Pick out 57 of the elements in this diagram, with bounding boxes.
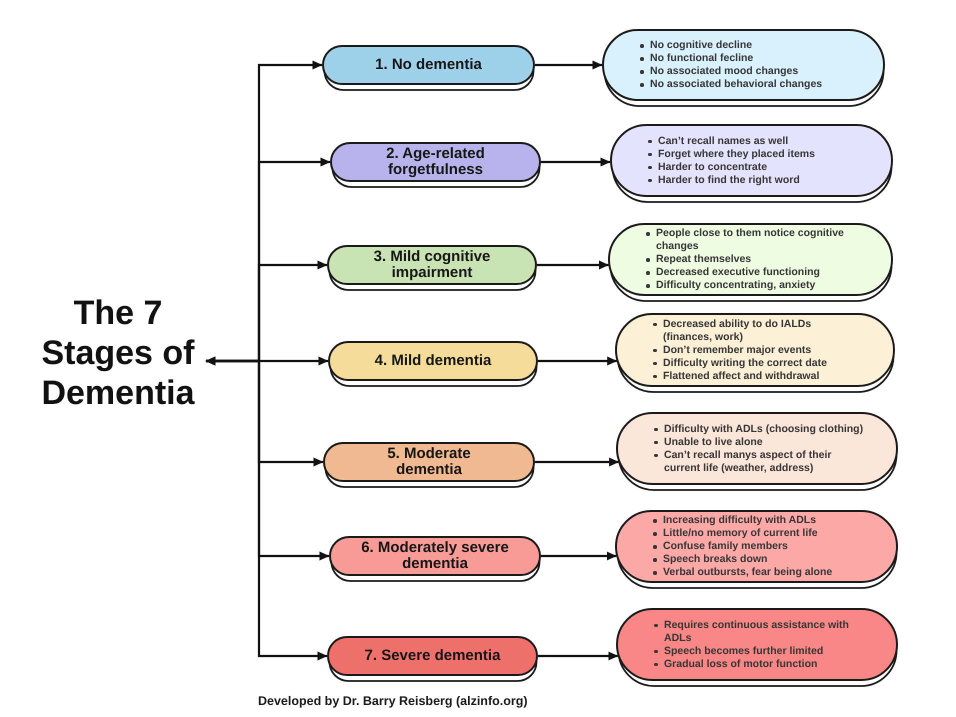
- stage-label: 5. Moderate dementia: [386, 446, 472, 478]
- bullet-text: Can’t recall manys aspect of their current life (weather, address): [652, 448, 864, 474]
- connector-arrow: [541, 552, 617, 560]
- bullet-text: No associated mood changes: [638, 65, 850, 78]
- stage-pill: [323, 442, 535, 489]
- bullet-text: Verbal outbursts, fear being alone: [651, 566, 863, 579]
- bullet-text: No cognitive decline: [638, 39, 850, 52]
- bullet-text: Repeat themselves: [644, 253, 856, 266]
- bullet-text: Forget where they placed items: [646, 148, 858, 160]
- bullet-text: No functional fecline: [638, 52, 850, 65]
- symptom-pill: [616, 412, 898, 492]
- symptom-pill: [616, 608, 898, 688]
- stage-pill: [328, 341, 538, 388]
- symptom-pill: [602, 29, 885, 108]
- source-caption: Developed by Dr. Barry Reisberg (alzinfo.org): [258, 693, 528, 709]
- title-heading: The 7 Stages of Dementia: [30, 287, 206, 419]
- connector-arrow: [537, 260, 609, 270]
- bullet-text: People close to them notice cognitive changes: [644, 227, 856, 253]
- bullet-text: Harder to concentrate: [646, 160, 858, 174]
- bullet-text: Don’t remember major events: [651, 344, 863, 356]
- stage-label: 7. Severe dementia: [364, 648, 500, 664]
- symptom-pill: [615, 510, 898, 590]
- stage-pill: [329, 536, 541, 583]
- bullet-text: Gradual loss of motor function: [652, 658, 864, 670]
- bullet-text: Little/no memory of current life: [651, 527, 863, 540]
- connector-arrow: [206, 356, 328, 660]
- bullet-text: Decreased ability to do IALDs (finances, work): [651, 318, 863, 344]
- stage-label: 2. Age-related forgetfulness: [385, 146, 486, 178]
- bullet-text: Increasing difficulty with ADLs: [651, 514, 863, 527]
- stage-label: 3. Mild cognitive impairment: [372, 249, 492, 281]
- stage-label: 1. No dementia: [375, 57, 482, 73]
- stage-label: 4. Mild dementia: [374, 353, 492, 369]
- connector-arrow: [538, 652, 618, 660]
- stage-pill: [330, 142, 541, 189]
- stage-pill: [327, 636, 538, 683]
- stage-pill: [327, 245, 537, 292]
- bullet-text: Unable to live alone: [652, 436, 864, 448]
- bullet-text: Can’t recall names as well: [646, 134, 858, 148]
- stage-pill: [322, 45, 535, 92]
- connector-arrow: [541, 158, 611, 166]
- connector-arrow: [538, 356, 618, 366]
- bullet-text: Decreased executive functioning: [644, 266, 856, 279]
- bullet-text: Speech breaks down: [651, 553, 863, 566]
- bullet-text: Flattened affect and withdrawal: [651, 370, 863, 382]
- bullet-text: Speech becomes further limited: [652, 644, 864, 658]
- bullet-text: No associated behavioral changes: [638, 78, 850, 91]
- bullet-text: Requires continuous assistance with ADLs: [652, 618, 864, 644]
- symptom-pill: [610, 124, 893, 204]
- bullet-text: Harder to find the right word: [646, 174, 858, 186]
- symptom-pill: [608, 223, 893, 303]
- bullet-text: Difficulty with ADLs (choosing clothing): [652, 422, 864, 436]
- connector-arrow: [535, 60, 602, 70]
- bullet-text: Difficulty writing the correct date: [651, 356, 863, 370]
- bullet-text: Confuse family members: [651, 540, 863, 553]
- stage-label: 6. Moderately severe dementia: [360, 540, 510, 572]
- symptom-pill: [615, 313, 895, 394]
- bullet-text: Difficulty concentrating, anxiety: [644, 279, 856, 292]
